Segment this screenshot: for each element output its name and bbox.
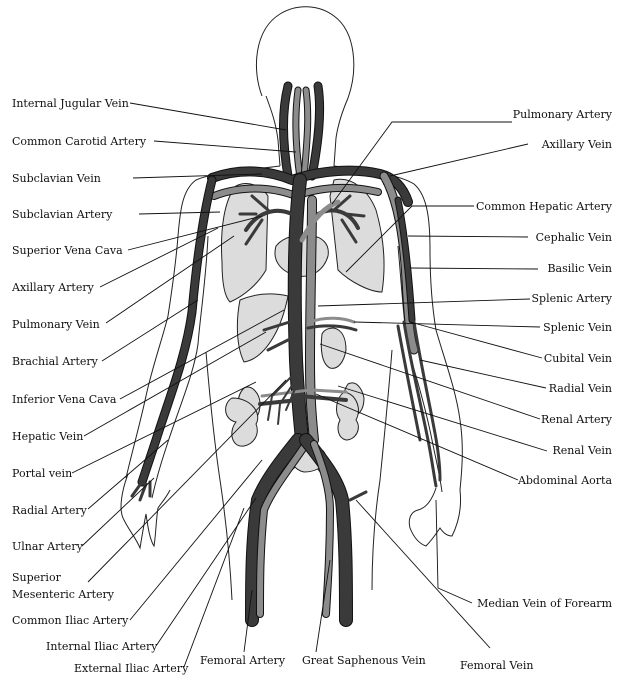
- label-superior-mesenteric-artery-line2: Mesenteric Artery: [12, 588, 115, 601]
- label-cubital-vein: Cubital Vein: [544, 352, 612, 365]
- label-cephalic-vein: Cephalic Vein: [536, 231, 612, 244]
- label-hepatic-vein: Hepatic Vein: [12, 430, 83, 443]
- label-femoral-artery: Femoral Artery: [200, 654, 286, 667]
- label-internal-iliac-artery: Internal Iliac Artery: [46, 640, 158, 653]
- label-portal-vein: Portal vein: [12, 467, 72, 480]
- label-splenic-artery: Splenic Artery: [532, 292, 613, 305]
- label-pulmonary-artery: Pulmonary Artery: [513, 108, 613, 121]
- label-external-iliac-artery: External Iliac Artery: [74, 662, 189, 675]
- label-axillary-vein: Axillary Vein: [541, 138, 612, 151]
- vessels: [132, 86, 440, 620]
- right-hip-outline: [372, 350, 392, 590]
- label-abdominal-aorta: Abdominal Aorta: [517, 474, 613, 487]
- right-hand-outline: [409, 488, 460, 546]
- left-hip-outline: [206, 352, 232, 600]
- label-renal-artery: Renal Artery: [541, 413, 613, 426]
- liver: [237, 294, 288, 362]
- label-great-saphenous-vein: Great Saphenous Vein: [302, 654, 426, 667]
- label-axillary-artery: Axillary Artery: [11, 281, 95, 294]
- stomach: [321, 328, 346, 368]
- label-subclavian-artery: Subclavian Artery: [12, 208, 113, 221]
- internal-iliac-branch: [350, 492, 366, 500]
- label-internal-jugular-vein: Internal Jugular Vein: [12, 97, 129, 110]
- label-median-vein-of-forearm: Median Vein of Forearm: [477, 597, 612, 610]
- label-radial-vein: Radial Vein: [549, 382, 612, 395]
- label-subclavian-vein: Subclavian Vein: [12, 172, 101, 185]
- label-brachial-artery: Brachial Artery: [12, 355, 99, 368]
- left-lung: [222, 184, 268, 302]
- label-splenic-vein: Splenic Vein: [543, 321, 612, 334]
- label-inferior-vena-cava: Inferior Vena Cava: [12, 393, 117, 406]
- label-common-iliac-artery: Common Iliac Artery: [12, 614, 129, 627]
- label-common-hepatic-artery: Common Hepatic Artery: [476, 200, 613, 213]
- label-pulmonary-vein: Pulmonary Vein: [12, 318, 100, 331]
- label-basilic-vein: Basilic Vein: [547, 262, 612, 275]
- label-ulnar-artery: Ulnar Artery: [12, 540, 84, 553]
- label-renal-vein: Renal Vein: [553, 444, 613, 457]
- label-femoral-vein: Femoral Vein: [460, 659, 533, 672]
- forearm-veins-right: [398, 322, 440, 486]
- label-superior-vena-cava: Superior Vena Cava: [12, 244, 123, 257]
- label-radial-artery: Radial Artery: [12, 504, 88, 517]
- label-superior-mesenteric-artery-line1: Superior: [12, 571, 62, 584]
- splenic-artery: [310, 318, 354, 322]
- label-common-carotid-artery: Common Carotid Artery: [12, 135, 147, 148]
